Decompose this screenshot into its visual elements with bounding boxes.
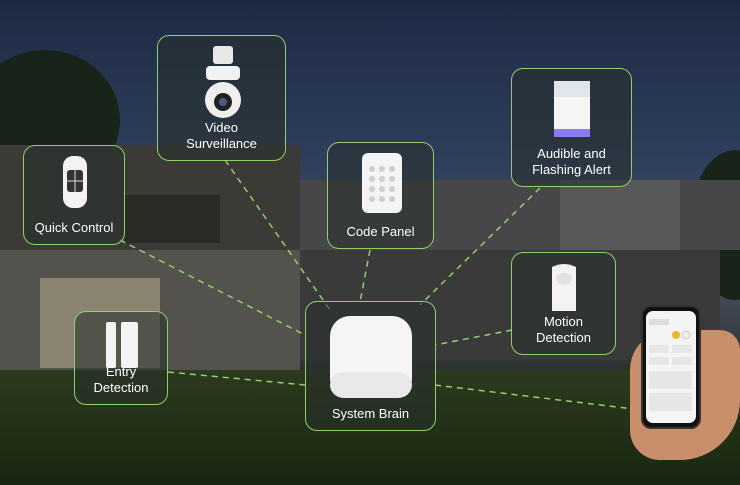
siren-icon bbox=[552, 79, 592, 139]
card-video-label: Video Surveillance bbox=[186, 120, 257, 151]
card-quick-label: Quick Control bbox=[34, 220, 114, 235]
card-brain-label: System Brain bbox=[331, 406, 410, 421]
card-alert-label: Audible and Flashing Alert bbox=[532, 146, 611, 177]
house-right-window bbox=[560, 180, 680, 250]
door-sensor-icon bbox=[103, 320, 141, 370]
card-entry-detection: Entry Detection bbox=[74, 311, 168, 405]
phone-app-screen bbox=[646, 311, 696, 423]
card-motion-label: Motion Detection bbox=[536, 314, 591, 345]
line-quick bbox=[119, 239, 306, 336]
card-system-brain: System Brain bbox=[305, 301, 436, 431]
motion-sensor-icon bbox=[548, 261, 580, 315]
line-motion bbox=[434, 329, 513, 346]
keypad-icon bbox=[360, 151, 404, 215]
line-video bbox=[224, 159, 331, 311]
line-code bbox=[359, 249, 371, 303]
line-phone bbox=[434, 384, 643, 411]
smartphone bbox=[641, 305, 701, 429]
hub-icon bbox=[326, 312, 416, 402]
house-upper-window bbox=[125, 195, 220, 243]
camera-icon bbox=[203, 44, 243, 119]
card-quick-control: Quick Control bbox=[23, 145, 125, 245]
card-code-panel: Code Panel bbox=[327, 142, 434, 249]
key-fob-icon bbox=[59, 154, 91, 210]
card-code-label: Code Panel bbox=[346, 224, 415, 239]
line-entry bbox=[167, 371, 306, 386]
card-entry-label: Entry Detection bbox=[93, 364, 149, 395]
card-motion-detection: Motion Detection bbox=[511, 252, 616, 355]
line-alert bbox=[419, 187, 541, 306]
card-audible-alert: Audible and Flashing Alert bbox=[511, 68, 632, 187]
card-video-surveillance: Video Surveillance bbox=[157, 35, 286, 161]
